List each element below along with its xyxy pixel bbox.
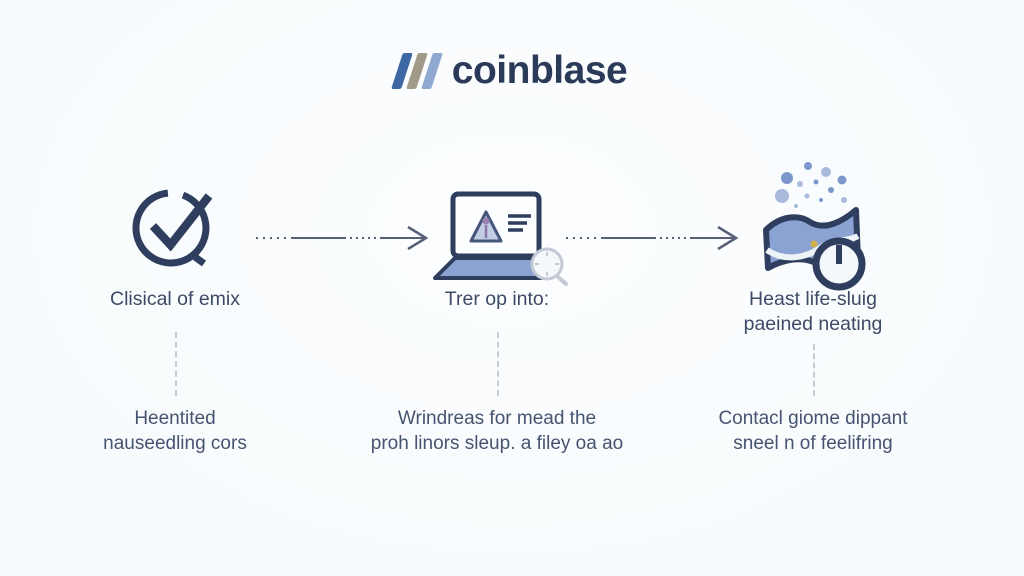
step-3: Heast life-sluig paeined neating Contacl… — [643, 140, 983, 520]
logo-text: coinblase — [451, 48, 628, 92]
step-description: Heentited nauseedling cors — [0, 407, 365, 456]
step-title: Clisical of emix — [5, 287, 345, 312]
logo: coinblase — [0, 44, 1024, 96]
step-description-line: nauseedling cors — [103, 432, 247, 454]
step-1: Clisical of emix Heentited nauseedling c… — [5, 140, 345, 520]
flow-arrow-icon — [566, 225, 739, 251]
connector-dashed-line — [813, 344, 815, 396]
step-description-line: Contacl giome dippant — [718, 408, 908, 429]
step-title-line: Trer op into: — [444, 288, 550, 310]
step-title-line: Clisical of emix — [109, 288, 241, 310]
step-title: Heast life-sluig paeined neating — [643, 287, 983, 337]
step-title-line: paeined neating — [743, 313, 883, 335]
connector-dashed-line — [497, 332, 499, 396]
step-title-line: Heast life-sluig — [749, 288, 877, 310]
connector-dashed-line — [175, 332, 177, 396]
step-description-line: Heentited — [134, 408, 216, 429]
wallet-clock-icon — [758, 152, 868, 297]
step-2: Trer op into: Wrindreas for mead the pro… — [327, 140, 667, 520]
flow-arrow-icon — [256, 225, 429, 251]
step-description-line: proh linors sleup. a filey oa ao — [370, 432, 624, 454]
check-circle-icon — [125, 176, 225, 281]
step-description: Contacl giome dippant sneel n of feelifr… — [623, 407, 1003, 456]
step-title: Trer op into: — [327, 287, 667, 312]
step-description: Wrindreas for mead the proh linors sleup… — [307, 407, 687, 456]
laptop-search-icon — [422, 188, 572, 293]
logo-slashes-icon — [390, 53, 443, 89]
step-description-line: Wrindreas for mead the — [397, 408, 597, 429]
step-description-line: sneel n of feelifring — [733, 432, 893, 454]
